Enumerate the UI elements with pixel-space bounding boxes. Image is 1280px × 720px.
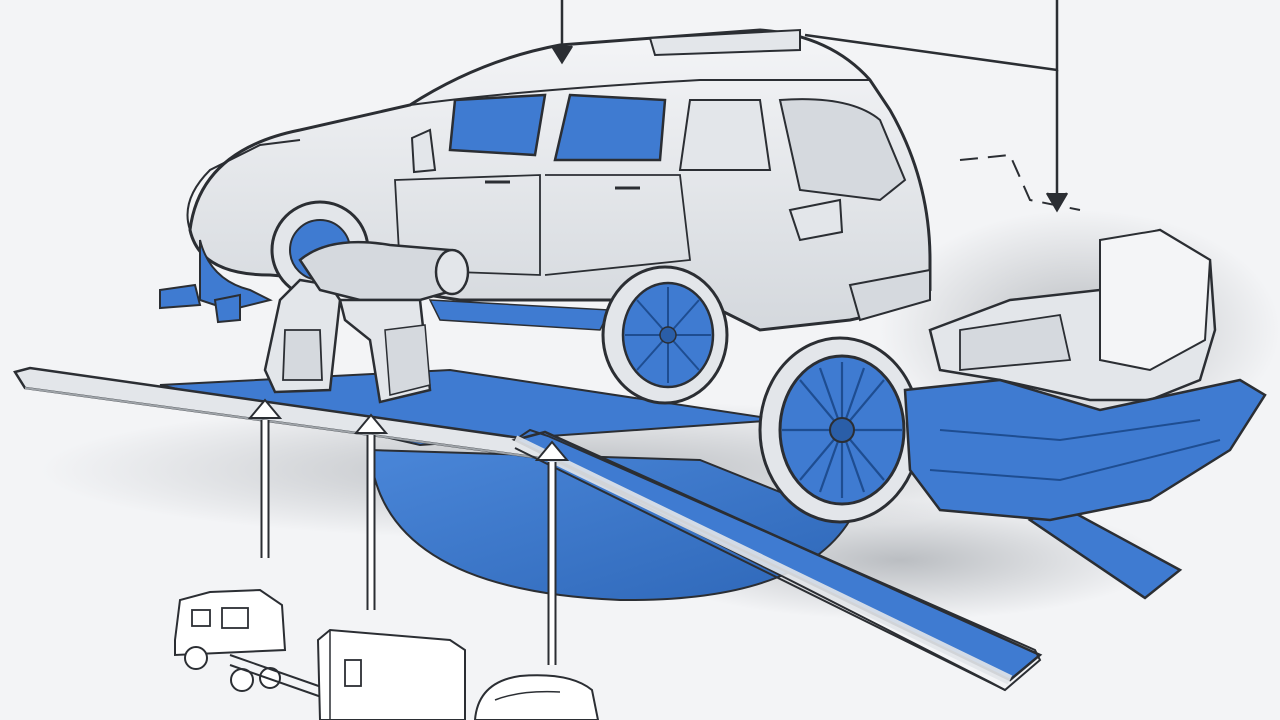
- hydraulic-lift-unit: [263, 240, 470, 404]
- trailer-dome: [473, 674, 600, 720]
- rear-wheel: [601, 265, 729, 405]
- up-arrow-3: [534, 440, 570, 665]
- down-arrows: [550, 0, 1069, 213]
- suv-body: [159, 28, 932, 332]
- detached-rear-chassis: [903, 153, 1267, 522]
- up-arrow-2: [353, 413, 389, 610]
- up-arrow-1: [247, 398, 283, 558]
- up-arrows: [247, 398, 570, 665]
- loading-ramp-right: [511, 428, 1043, 692]
- tow-truck: [174, 588, 331, 701]
- trailer-box: [316, 628, 466, 720]
- detached-wheel: [758, 336, 922, 524]
